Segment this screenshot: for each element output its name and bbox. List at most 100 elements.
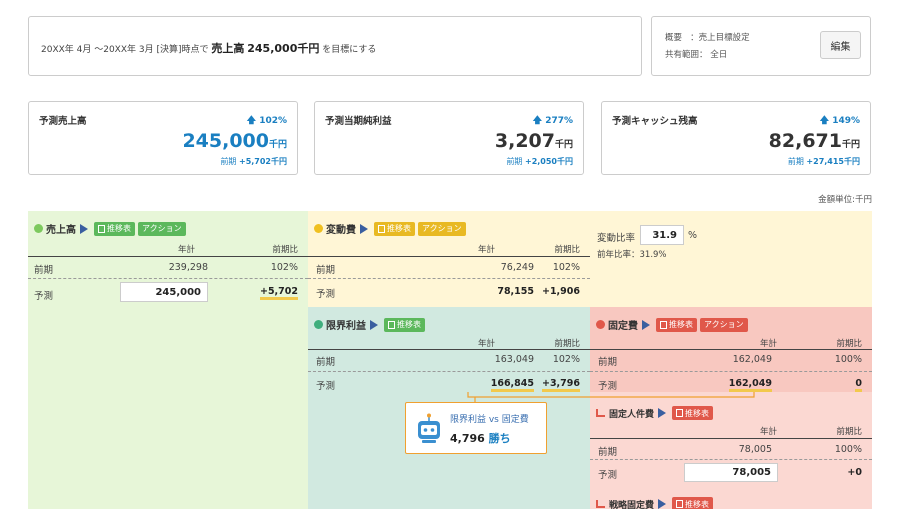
col-year: 年計 bbox=[178, 245, 196, 255]
margin-transition-button[interactable]: 推移表 bbox=[384, 317, 425, 332]
kpi-card-cash: 予測キャッシュ残高 🡅 149% 82,671千円 前期 +27,415千円 bbox=[601, 101, 871, 175]
personnel-forecast-diff: +0 bbox=[847, 467, 862, 478]
variable-action-button[interactable]: アクション bbox=[418, 221, 466, 236]
tooltip-win: 勝ち bbox=[488, 432, 511, 445]
divider bbox=[308, 349, 590, 350]
row-label-prev: 前期 bbox=[34, 265, 54, 276]
variable-title: 変動費 bbox=[326, 225, 356, 236]
divider bbox=[308, 278, 590, 279]
unit-note: 金額単位:千円 bbox=[818, 195, 872, 205]
fixed-prev-ratio: 100% bbox=[834, 354, 862, 365]
chevron-right-icon bbox=[370, 319, 378, 330]
personnel-prev-value: 78,005 bbox=[738, 444, 772, 455]
fixed-prev-value: 162,049 bbox=[732, 354, 772, 365]
personnel-prev-ratio: 100% bbox=[834, 444, 862, 455]
goal-item: 売上高 bbox=[211, 42, 245, 55]
document-icon bbox=[676, 409, 684, 417]
chevron-right-icon bbox=[360, 223, 368, 234]
tag-label: 推移表 bbox=[685, 408, 710, 418]
document-icon bbox=[378, 224, 385, 233]
col-year: 年計 bbox=[760, 339, 778, 349]
green-dot-icon bbox=[34, 224, 43, 233]
goal-text: 20XX年 4月 〜20XX年 3月 [決算]時点で 売上高 245,000千円… bbox=[41, 40, 376, 56]
col-ratio: 前期比 bbox=[554, 339, 580, 349]
kpi-prev-diff: +27,415千円 bbox=[806, 157, 860, 166]
profit-vs-fixed-tooltip: 限界利益 vs 固定費 4,796 勝ち bbox=[405, 402, 547, 454]
variable-prev-ratio: 102% bbox=[552, 262, 580, 273]
sales-forecast-input[interactable]: 245,000 bbox=[120, 282, 208, 302]
goal-amount: 245,000千円 bbox=[247, 42, 320, 55]
col-ratio: 前期比 bbox=[554, 245, 580, 255]
tooltip-amount: 4,796 bbox=[450, 432, 485, 445]
up-arrow-icon: 🡅 bbox=[819, 116, 830, 126]
sales-transition-button[interactable]: 推移表 bbox=[94, 221, 135, 236]
kpi-pct-value: 102% bbox=[259, 116, 287, 126]
kpi-prev: 前期 +5,702千円 bbox=[220, 156, 287, 167]
col-year: 年計 bbox=[478, 339, 496, 349]
ratio-unit: % bbox=[688, 230, 698, 241]
variable-prev-value: 76,249 bbox=[500, 262, 534, 273]
goal-suffix: を目標にする bbox=[322, 45, 377, 55]
kpi-unit: 千円 bbox=[841, 140, 860, 150]
chevron-right-icon bbox=[80, 223, 88, 234]
variable-header: 変動費 推移表 アクション bbox=[314, 221, 469, 236]
kpi-value: 82,671千円 bbox=[769, 130, 860, 152]
kpi-prev-diff: +2,050千円 bbox=[524, 157, 573, 166]
col-ratio: 前期比 bbox=[836, 339, 862, 349]
kpi-prev: 前期 +2,050千円 bbox=[506, 156, 573, 167]
variable-transition-button[interactable]: 推移表 bbox=[374, 221, 415, 236]
fixed-action-button[interactable]: アクション bbox=[700, 317, 748, 332]
chevron-right-icon bbox=[658, 408, 667, 418]
sales-prev-ratio: 102% bbox=[270, 262, 298, 273]
fixed-transition-button[interactable]: 推移表 bbox=[656, 317, 697, 332]
sales-action-button[interactable]: アクション bbox=[138, 221, 186, 236]
ratio-prev-text: 前年比率：31.9% bbox=[597, 250, 667, 260]
kpi-prev-label: 前期 bbox=[787, 157, 804, 166]
margin-prev-ratio: 102% bbox=[552, 354, 580, 365]
tag-label: 推移表 bbox=[669, 320, 693, 329]
sales-forecast-diff: +5,702 bbox=[259, 286, 298, 300]
row-label-prev: 前期 bbox=[316, 357, 336, 368]
kpi-title: 予測売上高 bbox=[39, 116, 87, 127]
fixed-forecast-value: 162,049 bbox=[728, 378, 772, 392]
ratio-input[interactable]: 31.9 bbox=[640, 225, 684, 245]
kpi-value: 245,000千円 bbox=[182, 130, 287, 152]
kpi-card-net-income: 予測当期純利益 🡅 277% 3,207千円 前期 +2,050千円 bbox=[314, 101, 584, 175]
up-arrow-icon: 🡅 bbox=[246, 116, 257, 126]
margin-forecast-value: 166,845 bbox=[490, 378, 534, 392]
kpi-pct-value: 149% bbox=[832, 116, 860, 126]
kpi-pct: 🡅 102% bbox=[247, 113, 287, 129]
share-value: 全日 bbox=[710, 50, 728, 60]
edit-button[interactable]: 編集 bbox=[820, 31, 861, 59]
strategic-transition-button[interactable]: 推移表 bbox=[672, 497, 714, 509]
overview-label: 概要 bbox=[665, 33, 683, 43]
kpi-prev-label: 前期 bbox=[220, 157, 237, 166]
margin-title: 限界利益 bbox=[326, 321, 366, 332]
strategic-title: 戦略固定費 bbox=[609, 500, 655, 509]
kpi-number: 3,207 bbox=[494, 130, 555, 152]
summary-box: 概要 ：売上目標設定 共有範囲： 全日 編集 bbox=[651, 16, 871, 76]
up-arrow-icon: 🡅 bbox=[532, 116, 543, 126]
personnel-forecast-input[interactable]: 78,005 bbox=[684, 463, 778, 482]
margin-prev-value: 163,049 bbox=[494, 354, 534, 365]
sub-item-icon bbox=[596, 500, 605, 508]
summary-share: 共有範囲： 全日 bbox=[665, 48, 727, 60]
document-icon bbox=[676, 500, 684, 508]
kpi-prev-diff: +5,702千円 bbox=[238, 157, 287, 166]
margin-forecast-diff: +3,796 bbox=[541, 378, 580, 392]
tag-label: 推移表 bbox=[397, 320, 421, 329]
personnel-transition-button[interactable]: 推移表 bbox=[672, 406, 714, 420]
kpi-number: 245,000 bbox=[182, 130, 269, 152]
kpi-pct-value: 277% bbox=[545, 116, 573, 126]
col-ratio: 前期比 bbox=[836, 427, 862, 437]
ratio-label: 変動比率 bbox=[597, 233, 636, 244]
row-label-forecast: 予測 bbox=[598, 470, 618, 481]
margin-header: 限界利益 推移表 bbox=[314, 317, 428, 332]
kpi-unit: 千円 bbox=[268, 140, 287, 150]
tag-label: 推移表 bbox=[685, 499, 710, 509]
kpi-number: 82,671 bbox=[768, 130, 842, 152]
row-label-forecast: 予測 bbox=[316, 289, 336, 300]
sales-panel: 売上高 推移表 アクション 年計 前期比 前期 239,298 102% 予測 … bbox=[28, 211, 308, 509]
tooltip-result: 4,796 勝ち bbox=[450, 430, 511, 446]
summary-overview: 概要 ：売上目標設定 bbox=[665, 31, 750, 43]
